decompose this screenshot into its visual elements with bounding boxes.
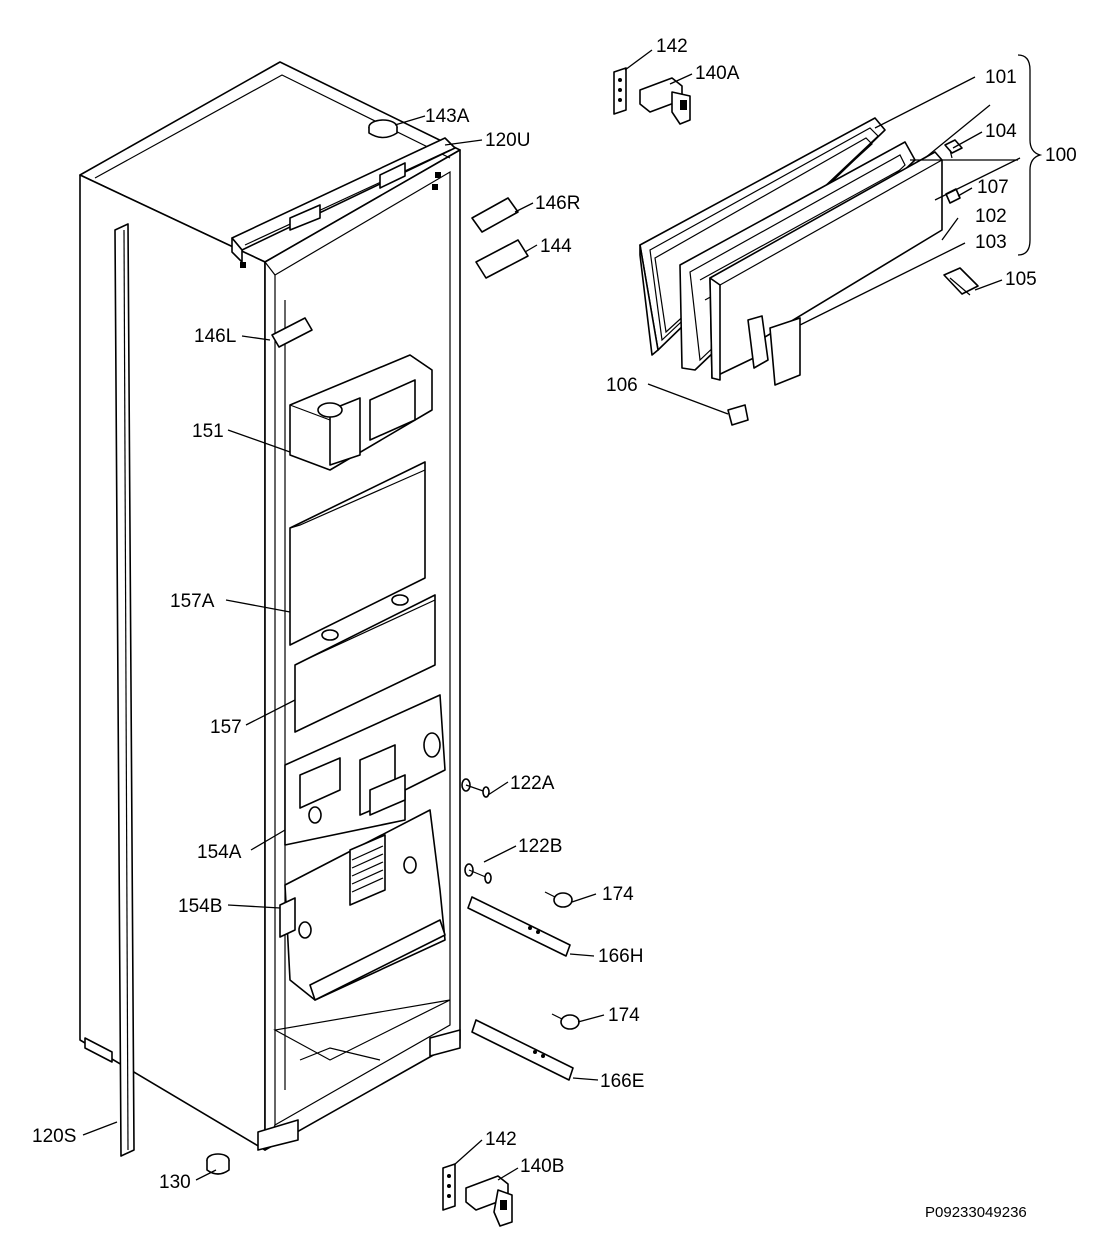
top-cap-143a [368, 119, 398, 139]
vent-grille [351, 845, 384, 893]
plug-105 [943, 267, 979, 296]
label-151: 151 [192, 421, 224, 442]
leader-lines [82, 49, 1021, 1181]
label-106: 106 [606, 375, 638, 396]
label-102: 102 [975, 206, 1007, 227]
hinge-plate-142-bottom [442, 1163, 456, 1211]
label-154b: 154B [178, 896, 222, 917]
label-100: 100 [1045, 145, 1077, 166]
label-101: 101 [985, 67, 1017, 88]
label-174-top: 174 [602, 884, 634, 905]
label-122b: 122B [518, 836, 562, 857]
hinge-plate-142-top [613, 67, 627, 115]
side-strip-120s [114, 223, 135, 1157]
top-rail-120u [231, 137, 456, 268]
label-130: 130 [159, 1172, 191, 1193]
label-166h: 166H [598, 946, 643, 967]
label-157a: 157A [170, 591, 215, 612]
sticker-144 [475, 239, 529, 279]
screw-104 [944, 139, 963, 159]
label-104: 104 [985, 121, 1017, 142]
rail-166h [467, 896, 571, 957]
label-143a: 143A [425, 106, 470, 127]
label-122a: 122A [510, 773, 555, 794]
label-144: 144 [540, 236, 572, 257]
label-140b: 140B [520, 1156, 564, 1177]
label-154a: 154A [197, 842, 242, 863]
sticker-146l [271, 317, 313, 348]
cap-106 [727, 404, 749, 426]
bracket-151 [289, 354, 433, 471]
housing-154a [284, 694, 446, 846]
label-120s: 120S [32, 1126, 76, 1147]
assembly-bracket-100 [1017, 54, 1043, 256]
pin-122b [464, 863, 492, 884]
label-107: 107 [977, 177, 1009, 198]
document-code: P09233049236 [925, 1204, 1027, 1221]
hinge-140b [465, 1175, 513, 1227]
label-157: 157 [210, 717, 242, 738]
panel-157 [294, 594, 436, 733]
rail-166e [471, 1019, 574, 1081]
foot-130 [206, 1153, 230, 1175]
bolt-174-bottom [551, 1013, 580, 1030]
sticker-146r [471, 197, 519, 233]
label-140a: 140A [695, 63, 740, 84]
label-105: 105 [1005, 269, 1037, 290]
bolt-174-top [544, 891, 573, 908]
panel-157a [289, 461, 426, 646]
label-120u: 120U [485, 130, 530, 151]
door-outer-103 [709, 151, 943, 386]
label-142-bottom: 142 [485, 1129, 517, 1150]
part-labels: 143A 120U 146R 144 146L 151 157A 157 154… [32, 36, 1077, 1193]
label-166e: 166E [600, 1071, 644, 1092]
label-146r: 146R [535, 193, 580, 214]
pin-122a [461, 778, 490, 798]
hinge-140a [639, 77, 691, 125]
housing-154b [279, 809, 446, 1001]
label-103: 103 [975, 232, 1007, 253]
label-174-bottom: 174 [608, 1005, 640, 1026]
label-142-top: 142 [656, 36, 688, 57]
label-146l: 146L [194, 326, 236, 347]
